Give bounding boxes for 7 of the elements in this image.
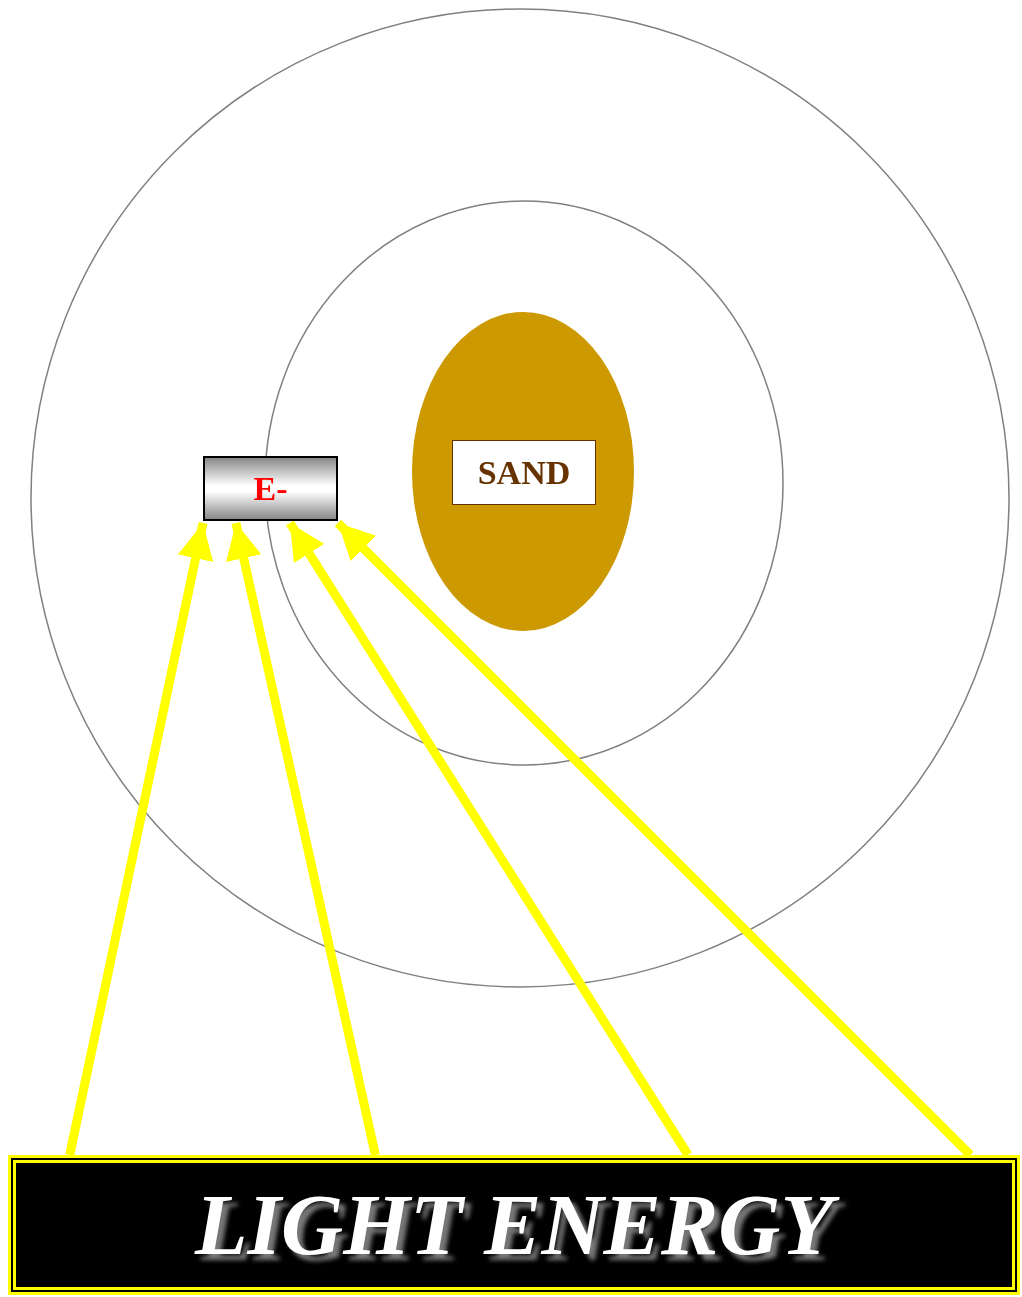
sand-label-box: SAND: [452, 440, 596, 505]
light-energy-banner: LIGHT ENERGY: [8, 1155, 1020, 1295]
arrow: [65, 522, 214, 1156]
electron-box: E-: [203, 456, 338, 521]
arrow: [286, 520, 692, 1158]
sand-ellipse: [411, 311, 635, 632]
arrow: [226, 522, 380, 1156]
